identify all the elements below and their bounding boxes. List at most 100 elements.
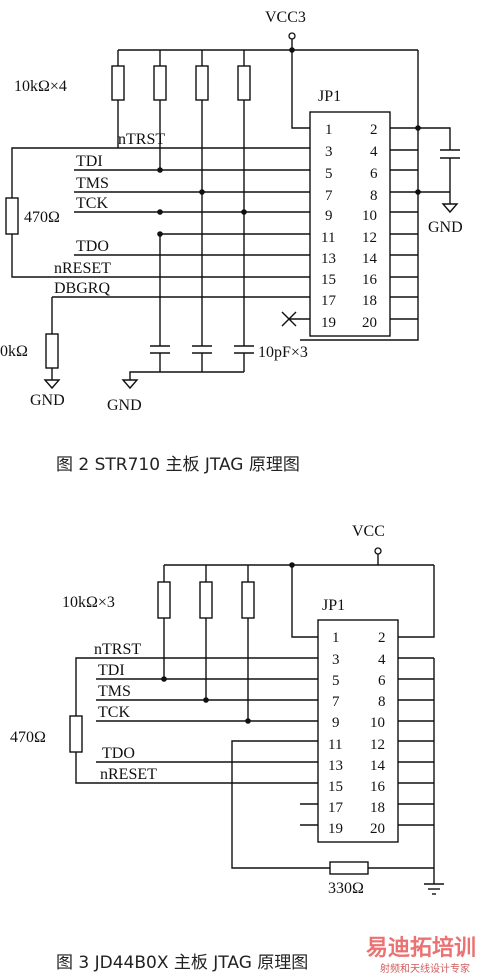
svg-text:17: 17 — [321, 293, 337, 309]
fig2-signal-tck: TCK — [76, 195, 108, 212]
svg-text:8: 8 — [378, 694, 386, 710]
fig2-signal-tdi: TDI — [76, 153, 103, 170]
fig2-gnd-right-label: GND — [428, 219, 463, 236]
fig2-pin-labels-right: 2 4 6 8 10 12 14 16 18 20 — [362, 122, 378, 331]
fig3-resistor-470 — [69, 715, 83, 753]
svg-text:4: 4 — [370, 144, 378, 160]
fig2-dbgrq-pulldown — [43, 297, 61, 390]
svg-text:6: 6 — [370, 166, 378, 182]
watermark-brand: 易迪拓培训 — [366, 935, 476, 961]
svg-text:9: 9 — [332, 715, 340, 731]
fig2-pullup-resistors — [111, 50, 251, 212]
fig3-wire-vcc-pin1 — [291, 565, 318, 638]
fig3-signal-nreset: nRESET — [100, 766, 157, 783]
fig2-signal-tdo: TDO — [76, 238, 109, 255]
fig2-signal-nreset: nRESET — [54, 260, 111, 277]
svg-text:16: 16 — [370, 779, 386, 795]
fig2-caption: 图 2 STR710 主板 JTAG 原理图 — [56, 455, 300, 475]
fig2-pin19-nc-mark — [281, 311, 310, 327]
svg-text:5: 5 — [325, 166, 333, 182]
fig2-wire-vcc-pin1 — [291, 50, 310, 129]
svg-text:19: 19 — [328, 821, 343, 837]
watermark-subtitle: 射频和天线设计专家 — [380, 962, 470, 975]
fig3-signal-tdi: TDI — [98, 662, 125, 679]
svg-text:3: 3 — [332, 652, 340, 668]
fig2-gnd-cap-label: GND — [107, 397, 142, 414]
svg-text:11: 11 — [321, 230, 335, 246]
svg-text:10: 10 — [370, 715, 385, 731]
fig2-header-label: JP1 — [318, 88, 341, 105]
svg-text:18: 18 — [370, 800, 385, 816]
fig2-jp1-header — [309, 111, 391, 337]
vcc-terminal — [374, 547, 382, 555]
fig3-caption: 图 3 JD44B0X 主板 JTAG 原理图 — [56, 953, 308, 973]
fig3-pin-labels-left: 1 3 5 7 9 11 13 15 17 19 — [328, 630, 344, 837]
svg-text:14: 14 — [370, 758, 386, 774]
fig2-wire-ntrst-to-470 — [11, 147, 118, 198]
fig3-wire-ntrst — [75, 657, 318, 716]
fig3-pin-labels-right: 2 4 6 8 10 12 14 16 18 20 — [370, 630, 386, 837]
svg-text:20: 20 — [370, 821, 385, 837]
fig3-signal-tms: TMS — [98, 683, 131, 700]
fig2-signal-tms: TMS — [76, 175, 109, 192]
vcc3-terminal — [288, 32, 296, 40]
fig3-resistor-330 — [329, 861, 369, 875]
fig2-cap-array-label: 10pF×3 — [258, 344, 308, 361]
fig3-series-resistor-label: 470Ω — [10, 729, 46, 746]
vcc3-label: VCC3 — [265, 9, 306, 26]
svg-text:5: 5 — [332, 673, 340, 689]
svg-text:13: 13 — [321, 251, 336, 267]
fig3-pullup-resistors — [157, 565, 255, 721]
svg-text:14: 14 — [362, 251, 378, 267]
figure-2-str710-jtag: VCC3 10kΩ×4 JP1 1 3 5 7 9 11 13 15 17 — [0, 9, 463, 475]
fig3-signal-tck: TCK — [98, 704, 130, 721]
svg-text:11: 11 — [328, 737, 342, 753]
figure-3-jd44b0x-jtag: VCC 10kΩ×3 JP1 1 3 5 7 9 11 13 15 17 19 … — [10, 523, 444, 973]
fig3-wire-nreset — [75, 752, 318, 784]
fig2-pulldown-resistor-label: 0kΩ — [0, 343, 28, 360]
fig2-signal-dbgrq: DBGRQ — [54, 280, 110, 297]
svg-text:9: 9 — [325, 208, 333, 224]
svg-text:20: 20 — [362, 315, 377, 331]
svg-text:2: 2 — [370, 122, 378, 138]
fig3-resistor-array-label: 10kΩ×3 — [62, 594, 115, 611]
svg-text:4: 4 — [378, 652, 386, 668]
fig2-wire-nreset — [11, 234, 310, 278]
svg-text:7: 7 — [332, 694, 340, 710]
fig2-series-resistor-label: 470Ω — [24, 209, 60, 226]
fig2-resistor-array-label: 10kΩ×4 — [14, 78, 67, 95]
svg-text:15: 15 — [328, 779, 343, 795]
fig3-signal-tdo: TDO — [102, 745, 135, 762]
fig3-bottom-resistor-label: 330Ω — [328, 880, 364, 897]
svg-text:3: 3 — [325, 144, 333, 160]
fig2-right-gnd-bus — [300, 127, 460, 341]
fig2-capacitors — [121, 192, 254, 390]
svg-text:15: 15 — [321, 272, 336, 288]
svg-text:1: 1 — [332, 630, 340, 646]
svg-text:13: 13 — [328, 758, 343, 774]
svg-text:17: 17 — [328, 800, 344, 816]
fig3-right-gnd-bus — [398, 657, 444, 895]
svg-text:19: 19 — [321, 315, 336, 331]
svg-text:6: 6 — [378, 673, 386, 689]
svg-text:18: 18 — [362, 293, 377, 309]
watermark-logo: 易迪拓培训 射频和天线设计专家 — [366, 935, 476, 975]
fig3-jp1-header — [317, 619, 399, 843]
fig2-gnd-pulldown-label: GND — [30, 392, 65, 409]
fig3-wire-vcc-pin2 — [398, 565, 435, 638]
svg-text:16: 16 — [362, 272, 378, 288]
svg-text:10: 10 — [362, 208, 377, 224]
fig2-pin-labels-left: 1 3 5 7 9 11 13 15 17 19 — [321, 122, 337, 331]
svg-text:12: 12 — [362, 230, 377, 246]
vcc-label: VCC — [352, 523, 385, 540]
fig3-signal-ntrst: nTRST — [94, 641, 141, 658]
svg-text:2: 2 — [378, 630, 386, 646]
svg-text:8: 8 — [370, 188, 378, 204]
fig2-signal-ntrst: nTRST — [118, 131, 165, 148]
fig2-resistor-470 — [5, 197, 19, 235]
fig2-wire-vcc-pin2 — [390, 50, 419, 129]
fig3-wire-pin11-to-330 — [231, 740, 330, 869]
svg-text:1: 1 — [325, 122, 333, 138]
fig3-header-label: JP1 — [322, 597, 345, 614]
